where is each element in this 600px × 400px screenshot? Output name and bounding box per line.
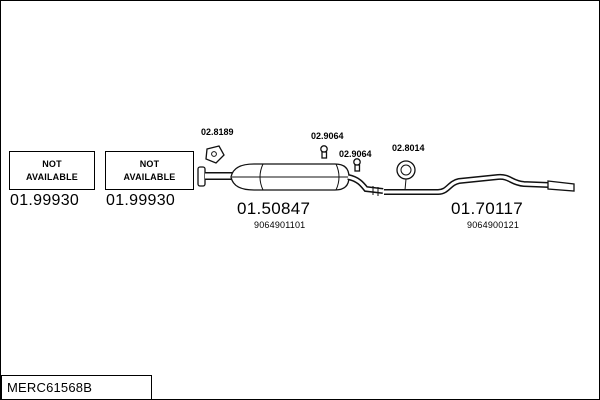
- catalog-code-plate: MERC61568B: [1, 375, 152, 399]
- muffler-part-number: 01.50847: [237, 199, 311, 218]
- not-available-line1: NOT: [139, 159, 160, 170]
- clamp-label-1: 02.8189: [201, 127, 234, 137]
- pipe-tip: [547, 180, 575, 192]
- tailpipe-ref-number: 9064900121: [467, 220, 520, 230]
- outlet-pipe: [347, 174, 384, 196]
- catalog-code: MERC61568B: [7, 380, 93, 395]
- not-available-line1: NOT: [42, 159, 62, 170]
- clamp-label-4: 02.8014: [392, 143, 425, 153]
- bolt-clamp-icon-2: [353, 158, 361, 172]
- not-available-line2: AVAILABLE: [123, 171, 176, 182]
- not-available-line2: AVAILABLE: [26, 171, 78, 182]
- ring-clamp-icon: [396, 160, 416, 191]
- part-number-na-1: 01.99930: [10, 192, 80, 209]
- muffler-body: [230, 163, 350, 191]
- tail-pipe: [384, 173, 550, 195]
- part-number-na-2: 01.99930: [106, 192, 176, 209]
- gasket-icon: [205, 145, 225, 164]
- not-available-box-1: NOT AVAILABLE: [9, 151, 95, 190]
- inlet-flange: [197, 166, 206, 187]
- clamp-label-3: 02.9064: [339, 149, 372, 159]
- muffler-ref-number: 9064901101: [254, 220, 306, 230]
- bolt-clamp-icon: [320, 145, 328, 159]
- clamp-label-2: 02.9064: [311, 131, 344, 141]
- tailpipe-part-number: 01.70117: [451, 199, 524, 218]
- not-available-box-2: NOT AVAILABLE: [105, 151, 194, 190]
